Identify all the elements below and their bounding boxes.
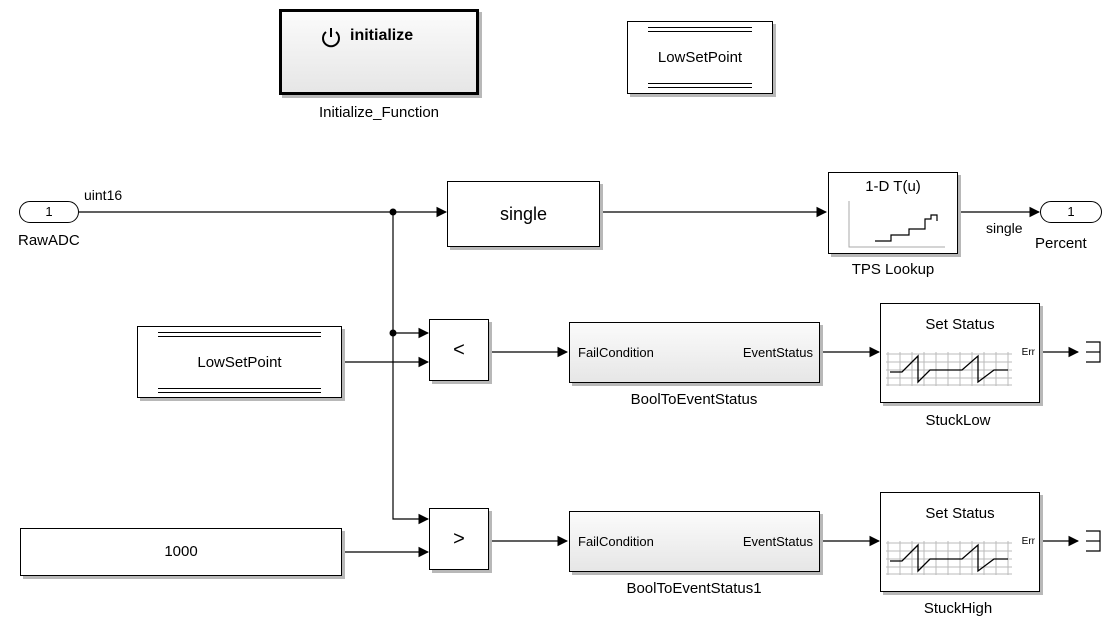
set-status-stuckhigh-block[interactable]: Set Status Err (880, 492, 1040, 592)
relational-operator-gt[interactable]: > (429, 508, 489, 570)
initialize-function-label: Initialize_Function (318, 104, 440, 121)
data-store-read-lowsetpoint[interactable]: LowSetPoint (137, 326, 342, 398)
port-label-in: FailCondition (578, 534, 654, 549)
signal-type-label: uint16 (84, 187, 123, 203)
set-status-stucklow-label: StuckLow (925, 412, 991, 429)
initialize-function-block[interactable]: initialize (279, 9, 479, 95)
wire-branch-vertical (392, 212, 430, 525)
signal-type-label: single (986, 220, 1023, 236)
constant-block[interactable]: 1000 (20, 528, 342, 576)
status-waveform-icon (886, 541, 1012, 575)
err-port-label: Err (1021, 536, 1035, 547)
set-status-title: Set Status (925, 316, 995, 333)
bool-to-event-status-block[interactable]: FailCondition EventStatus (569, 322, 820, 383)
constant-value: 1000 (164, 543, 198, 560)
operator-symbol: < (453, 339, 465, 361)
set-status-title: Set Status (925, 505, 995, 522)
inport-rawadc[interactable]: 1 (19, 201, 79, 223)
junction-dot (389, 208, 397, 216)
bool-to-event-status1-label: BoolToEventStatus1 (626, 580, 762, 597)
port-label-in: FailCondition (578, 345, 654, 360)
data-store-text: LowSetPoint (657, 49, 743, 66)
lookup-label: TPS Lookup (851, 261, 935, 278)
outport-percent[interactable]: 1 (1040, 201, 1102, 223)
initialize-text: initialize (350, 27, 414, 44)
port-label-out: EventStatus (742, 534, 813, 549)
inport-rawadc-label: RawADC (18, 232, 80, 249)
set-status-stuckhigh-label: StuckHigh (923, 600, 993, 617)
data-store-read-text: LowSetPoint (197, 354, 282, 371)
lookup-curve-icon (848, 201, 945, 248)
data-type-conversion-block[interactable]: single (447, 181, 600, 247)
lookup-table-block[interactable]: 1-D T(u) (828, 172, 958, 254)
status-waveform-icon (886, 352, 1012, 386)
conversion-text: single (499, 204, 548, 224)
lookup-title: 1-D T(u) (865, 178, 921, 195)
data-store-lowsetpoint-top[interactable]: LowSetPoint (627, 21, 773, 94)
err-port-label: Err (1021, 347, 1035, 358)
set-status-stucklow-block[interactable]: Set Status Err (880, 303, 1040, 403)
relational-operator-lt[interactable]: < (429, 319, 489, 381)
power-icon (322, 28, 340, 48)
operator-symbol: > (453, 528, 465, 550)
port-label-out: EventStatus (742, 345, 813, 360)
bool-to-event-status1-block[interactable]: FailCondition EventStatus (569, 511, 820, 572)
junction-dot (389, 329, 397, 337)
outport-percent-label: Percent (1035, 235, 1087, 252)
bool-to-event-status-label: BoolToEventStatus (630, 391, 758, 408)
